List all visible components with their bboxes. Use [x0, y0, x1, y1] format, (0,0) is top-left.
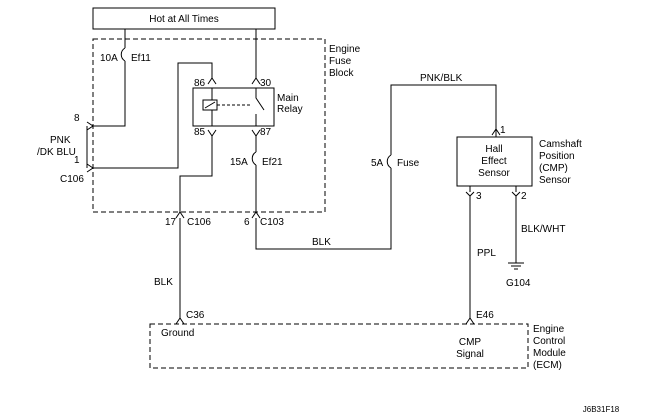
fuse-ef21-name: Ef21 — [262, 157, 283, 168]
c106-left-name: C106 — [60, 174, 84, 185]
fuse-ef21: 15A Ef21 — [230, 136, 283, 212]
fuse-ef11-name: Ef11 — [131, 53, 151, 64]
wire-blk-vertical-label: BLK — [154, 277, 173, 288]
g104-label: G104 — [506, 278, 531, 289]
fuse-ef11: 10A Ef11 — [93, 29, 151, 127]
pnk-dkblu-wire-2: /DK BLU — [37, 147, 76, 158]
fuse-block-title-1: Engine — [329, 44, 361, 55]
ecm-cmp-signal-2: Signal — [456, 349, 484, 360]
pnk-dkblu-wire-1: PNK — [50, 135, 71, 146]
c106-pin-17: 17 — [165, 217, 177, 228]
cmp-pin-2: 2 — [521, 191, 527, 202]
cmp-title-1: Camshaft — [539, 139, 582, 150]
ecm-title-4: (ECM) — [533, 360, 562, 371]
fuse-5a-rating: 5A — [371, 158, 384, 169]
ecm-cmp-signal-1: CMP — [459, 337, 482, 348]
relay-pin-87: 87 — [260, 127, 272, 138]
cmp-inner-3: Sensor — [478, 168, 510, 179]
wire-blk-label: BLK — [312, 237, 331, 248]
figure-id: J6B31F18 — [583, 405, 620, 414]
relay-pin-86: 86 — [194, 78, 206, 89]
ground-g104: BLK/WHT G104 — [506, 196, 565, 289]
wire-ppl-label: PPL — [477, 248, 496, 259]
c103-pin-6: 6 — [244, 217, 250, 228]
connector-c106-left: 8 1 C106 PNK /DK BLU — [37, 113, 94, 185]
fuse-ef21-rating: 15A — [230, 157, 248, 168]
fuse-block-title-2: Fuse — [329, 56, 352, 67]
wire-relay86-to-c106 — [93, 62, 213, 169]
c106-pin-1: 1 — [74, 155, 80, 166]
fuse-5a: 5A Fuse — [371, 84, 497, 169]
wire-relay85-to-c106 — [179, 136, 213, 212]
fuse-5a-name: Fuse — [397, 158, 420, 169]
fuse-ef11-rating: 10A — [100, 53, 118, 64]
cmp-pin-1: 1 — [500, 125, 506, 136]
relay-pin-85: 85 — [194, 127, 206, 138]
ecm-c36: C36 — [186, 310, 205, 321]
wire-blk-c103-to-fuse — [255, 168, 392, 250]
relay-label-1: Main — [277, 93, 299, 104]
ecm-ground-label: Ground — [161, 328, 194, 339]
ecm-title-2: Control — [533, 336, 565, 347]
relay-pin-30: 30 — [260, 78, 272, 89]
cmp-title-2: Position — [539, 151, 575, 162]
ecm-title-1: Engine — [533, 324, 565, 335]
wire-blk-wht-label: BLK/WHT — [521, 224, 565, 235]
relay-label-2: Relay — [277, 104, 303, 115]
cmp-inner-2: Effect — [481, 156, 507, 167]
ecm: C36 E46 Ground CMP Signal Engine Control… — [149, 310, 566, 371]
cmp-pin-3: 3 — [476, 191, 482, 202]
main-relay: 86 30 85 87 Main Relay — [192, 77, 303, 138]
ecm-e46: E46 — [476, 310, 494, 321]
cmp-inner-1: Hall — [485, 144, 502, 155]
wire-pnk-blk-label: PNK/BLK — [420, 73, 463, 84]
cmp-title-4: Sensor — [539, 175, 571, 186]
cmp-title-3: (CMP) — [539, 163, 568, 174]
c103-name: C103 — [260, 217, 284, 228]
c106-pin-8: 8 — [74, 113, 80, 124]
bottom-connectors: 17 C106 6 C103 — [165, 211, 284, 228]
cmp-sensor: 1 Hall Effect Sensor Camshaft Position (… — [456, 125, 582, 202]
fuse-block-title-3: Block — [329, 68, 354, 79]
ecm-title-3: Module — [533, 348, 566, 359]
power-bus: Hot at All Times — [92, 7, 276, 30]
power-bus-label: Hot at All Times — [149, 14, 218, 25]
c106-bottom-name: C106 — [187, 217, 211, 228]
